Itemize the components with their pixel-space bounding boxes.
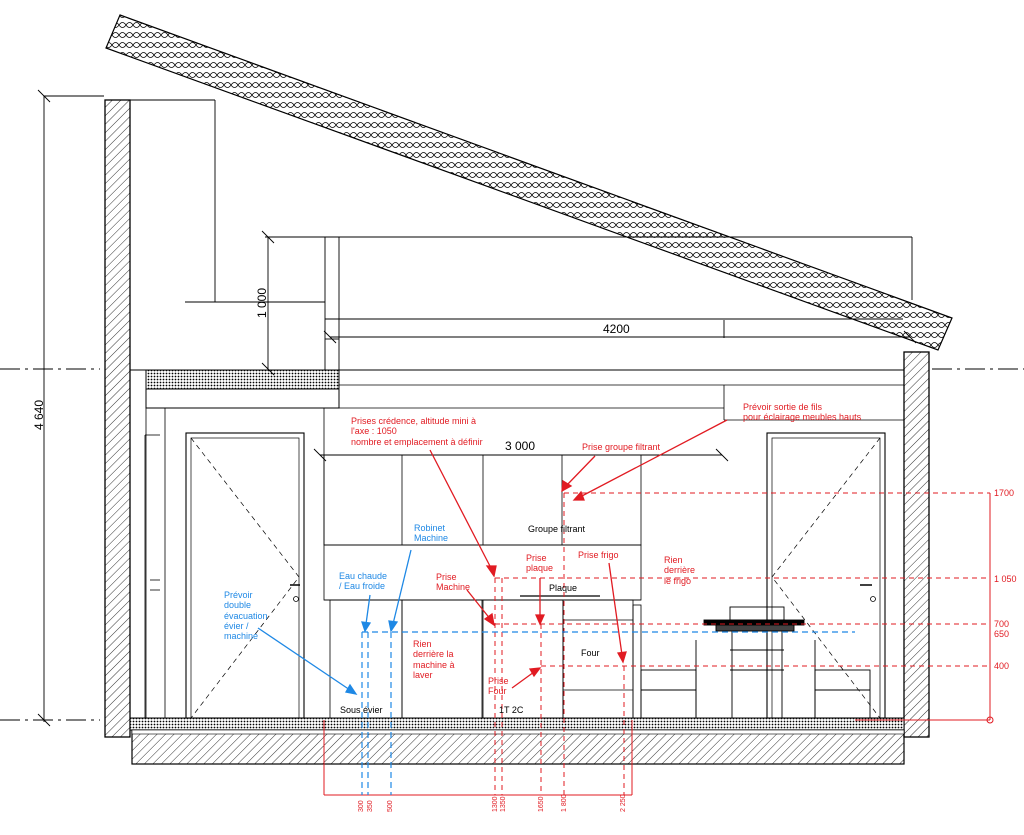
note-rien-frigo: Rien derrière le frigo [664, 555, 696, 586]
note-eau: Eau chaude / Eau froide [339, 571, 388, 592]
blue-lines [361, 631, 855, 795]
bottom-dim-1800: 1 800 [561, 794, 568, 812]
bottom-dim-1350: 1350 [500, 796, 507, 812]
height-400: 400 [994, 661, 1010, 671]
note-prises-credence: Prises crédence, altitude mini à l'axe :… [351, 416, 483, 447]
roof [105, 14, 953, 351]
note-rien-machine: Rien derrière la machine à laver [413, 639, 455, 681]
dim-total-height: 4 640 [32, 399, 46, 430]
label-four: Four [581, 648, 600, 658]
note-robinet: Robinet Machine [414, 523, 449, 544]
bottom-dim-2250: 2 250 [620, 794, 627, 812]
mezzanine-slab [130, 369, 904, 409]
red-arrows [429, 419, 728, 689]
axis-lines [0, 368, 1024, 721]
label-groupe-filtrant: Groupe filtrant [528, 524, 586, 534]
floor-slab [129, 717, 905, 765]
red-height-lines [323, 492, 994, 796]
dim-upper-height: 1 000 [255, 287, 269, 318]
right-door [766, 432, 886, 719]
label-plaque: Plaque [549, 583, 578, 593]
note-prise-four: Prise Four [488, 676, 509, 697]
bottom-dim-500: 500 [387, 800, 394, 812]
bottom-dim-1650: 1650 [538, 796, 545, 812]
left-door [185, 432, 305, 719]
note-prise-groupe: Prise groupe filtrant [582, 442, 661, 452]
table-chairs [640, 606, 871, 719]
note-prise-frigo: Prise frigo [578, 550, 619, 560]
note-prise-machine: Prise Machine [436, 572, 471, 593]
dim-width-3000: 3 000 [505, 439, 536, 453]
bottom-dim-300: 300 [358, 800, 365, 812]
dimension-lines [37, 89, 917, 727]
left-wall [104, 99, 131, 738]
blue-arrows [257, 549, 412, 695]
label-t2c: 1T 2C [499, 705, 524, 715]
height-1700: 1700 [994, 488, 1015, 498]
bottom-dim-1300: 1300 [492, 796, 499, 812]
dim-width-4200: 4200 [603, 322, 630, 336]
label-sous-evier: Sous évier [340, 705, 383, 715]
interior-lines [144, 385, 904, 718]
height-700: 700 [994, 619, 1010, 629]
bottom-dim-350: 350 [367, 800, 374, 812]
height-1050: 1 050 [994, 574, 1017, 584]
note-prise-plaque: Prise plaque [526, 553, 554, 574]
right-wall [903, 351, 930, 738]
left-cabinet [150, 579, 160, 591]
note-sortie-fils: Prévoir sortie de fils pour éclairage me… [743, 402, 862, 423]
height-650: 650 [994, 629, 1010, 639]
note-double-evac: Prévoir double évacuation évier / machin… [224, 590, 268, 642]
upper-structure [130, 99, 913, 371]
